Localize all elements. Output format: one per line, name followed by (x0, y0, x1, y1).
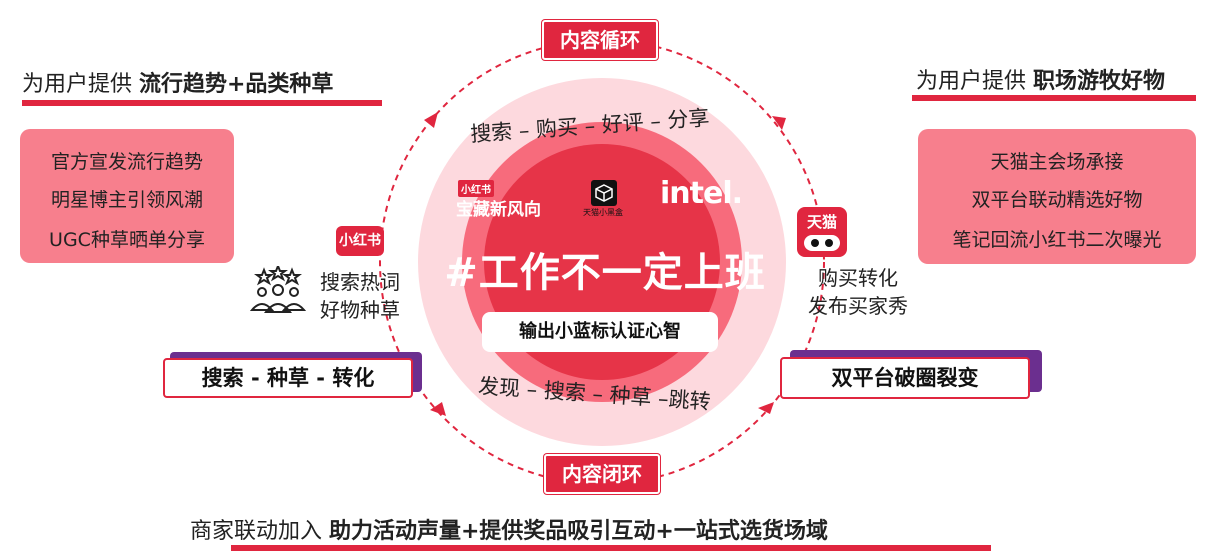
left-label-box: 搜索 - 种草 - 转化 (163, 358, 413, 398)
tag-content-loop: 内容闭环 (544, 454, 660, 494)
heading-prefix: 商家联动加入 (190, 519, 329, 544)
tmall-eye-left (811, 239, 819, 247)
heading-prefix: 为用户提供 (22, 72, 139, 97)
right-label-box: 双平台破圈裂变 (780, 357, 1030, 399)
heading-top-right: 为用户提供 职场游牧好物 (916, 63, 1165, 95)
right-box-line-2: 双平台联动精选好物 (971, 189, 1143, 211)
heading-bottom-underline (231, 545, 991, 551)
center-title: #工作不一定上班 (444, 250, 766, 296)
heading-bold: 流行趋势+品类种草 (139, 72, 334, 97)
blackbox-caption: 天猫小黑盒 (583, 208, 623, 217)
left-side-line-1: 搜索热词 (320, 270, 400, 294)
tag-content-cycle: 内容循环 (542, 20, 658, 60)
left-side-text: 搜索热词 好物种草 (320, 268, 400, 324)
tmall-blackbox-logo: 天猫小黑盒 (583, 180, 627, 218)
tmall-eye-right (825, 239, 833, 247)
arrow-left-top (424, 112, 438, 128)
left-box-line-1: 官方宣发流行趋势 (50, 151, 203, 173)
brand-treasure-logo: 小红书 宝藏新风向 (456, 180, 566, 220)
cube-icon (591, 180, 617, 206)
right-side-line-1: 购买转化 (818, 266, 898, 290)
arrow-right-bottom (758, 402, 774, 414)
heading-top-left: 为用户提供 流行趋势+品类种草 (22, 66, 333, 98)
left-box-line-3: UGC种草晒单分享 (49, 229, 205, 251)
left-info-box: 官方宣发流行趋势 明星博主引领风潮 UGC种草晒单分享 (20, 129, 234, 263)
arrow-left-bottom (430, 402, 446, 416)
right-box-line-3: 笔记回流小红书二次曝光 (952, 229, 1162, 251)
tmall-logo-text: 天猫 (806, 213, 837, 231)
heading-top-left-underline (22, 100, 382, 106)
intel-logo: intel. (660, 176, 743, 211)
heading-bottom: 商家联动加入 助力活动声量+提供奖品吸引互动+一站式选货场域 (190, 513, 828, 545)
right-box-line-1: 天猫主会场承接 (990, 151, 1124, 173)
brand-small-tag: 小红书 (458, 180, 494, 197)
heading-bold: 职场游牧好物 (1033, 69, 1166, 94)
center-pill: 输出小蓝标认证心智 (482, 312, 718, 352)
arrow-right-top (772, 116, 786, 130)
right-side-line-2: 发布买家秀 (808, 294, 908, 318)
tmall-logo: 天猫 (797, 207, 847, 257)
left-box-line-2: 明星博主引领风潮 (50, 189, 203, 211)
heading-prefix: 为用户提供 (916, 69, 1033, 94)
tmall-face-icon (804, 235, 840, 251)
left-side-line-2: 好物种草 (320, 298, 400, 322)
people-stars-icon (250, 266, 306, 313)
right-side-text: 购买转化 发布买家秀 (808, 264, 908, 320)
xiaohongshu-logo: 小红书 (336, 226, 384, 256)
heading-bold: 助力活动声量+提供奖品吸引互动+一站式选货场域 (329, 519, 828, 544)
brand-big-text: 宝藏新风向 (456, 200, 541, 220)
heading-top-right-underline (912, 95, 1196, 101)
right-info-box: 天猫主会场承接 双平台联动精选好物 笔记回流小红书二次曝光 (918, 129, 1196, 264)
